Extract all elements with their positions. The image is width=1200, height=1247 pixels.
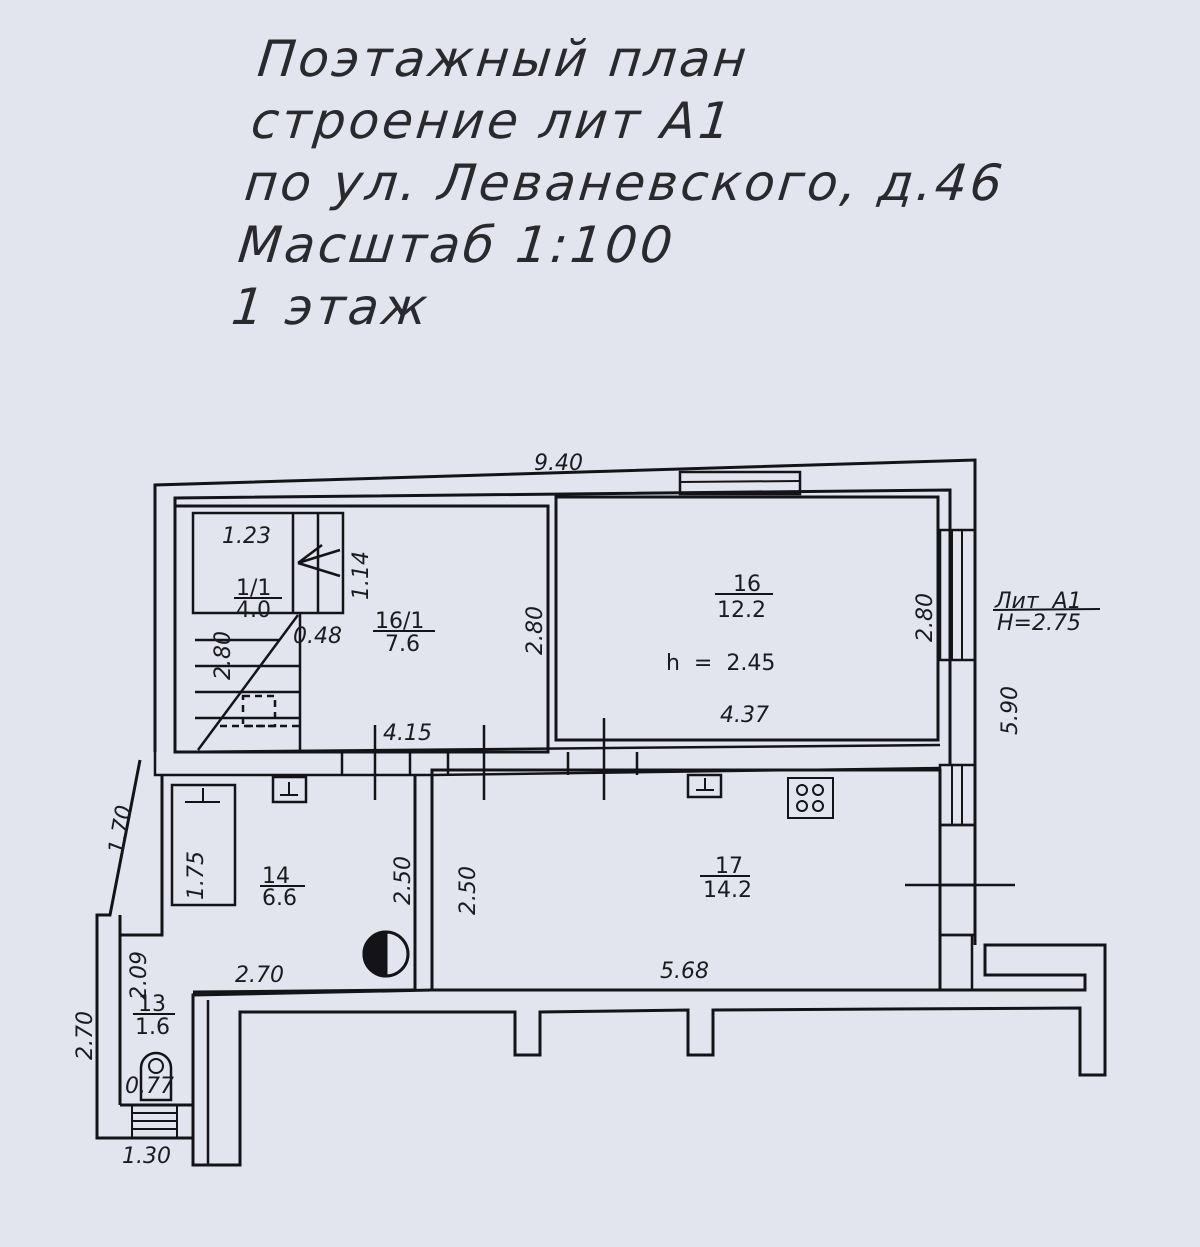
dim-stair-depth: 2.80 [211,631,236,680]
room-14 [120,775,417,994]
dim-room16-1-depth: 2.80 [523,606,548,655]
room-number: 1/1 [236,576,271,601]
dim-step: 0.48 [293,624,342,649]
room-area: 6.6 [262,886,297,911]
room-number: 14 [262,864,290,889]
dim-total-depth: 5.90 [998,686,1023,735]
dim-room16-width: 4.37 [720,703,769,728]
room-number: 13 [138,992,166,1017]
boiler-icon [362,930,410,978]
stove-icon [787,777,834,819]
sink-icon [271,775,308,804]
room-17 [430,768,942,992]
staircase [191,511,345,751]
room-area: 7.6 [385,632,420,657]
bathtub-icon [170,783,237,907]
dim-room17-depth: 2.50 [456,866,481,915]
room-13 [95,759,433,1140]
building-height: H=2.75 [997,611,1081,636]
dim-room13-outer: 2.70 [73,1011,98,1060]
dim-total-width: 9.40 [534,451,583,476]
dim-toilet: 0.77 [125,1074,174,1099]
sink-icon [686,773,723,799]
dim-room14-depth: 2.50 [391,856,416,905]
dim-room14-width: 2.70 [235,963,284,988]
room-16 [554,495,940,742]
outer-bottom-wall [191,943,1107,1167]
dim-stair-width: 1.23 [222,524,271,549]
dim-room16-1-width: 4.15 [383,721,432,746]
room-area: 14.2 [703,878,752,903]
room-16-1 [173,504,550,754]
room-area: 4.0 [236,598,271,623]
ceiling-height: h = 2.45 [666,651,775,676]
room-number: 16/1 [375,609,424,634]
dim-stair-len: 1.14 [349,551,374,600]
dim-angled-wall: 1.70 [104,803,137,856]
room-number: 17 [715,854,743,879]
dim-room17-width: 5.68 [660,959,709,984]
room-area: 1.6 [135,1015,170,1040]
dim-bath-len: 1.75 [184,851,209,900]
dim-room16-depth: 2.80 [913,593,938,642]
dim-room13-width: 1.30 [122,1144,171,1169]
toilet-icon [139,1051,173,1102]
room-number: 16 [733,572,761,597]
room-area: 12.2 [717,598,766,623]
dim-room13-depth: 2.09 [127,951,152,1000]
